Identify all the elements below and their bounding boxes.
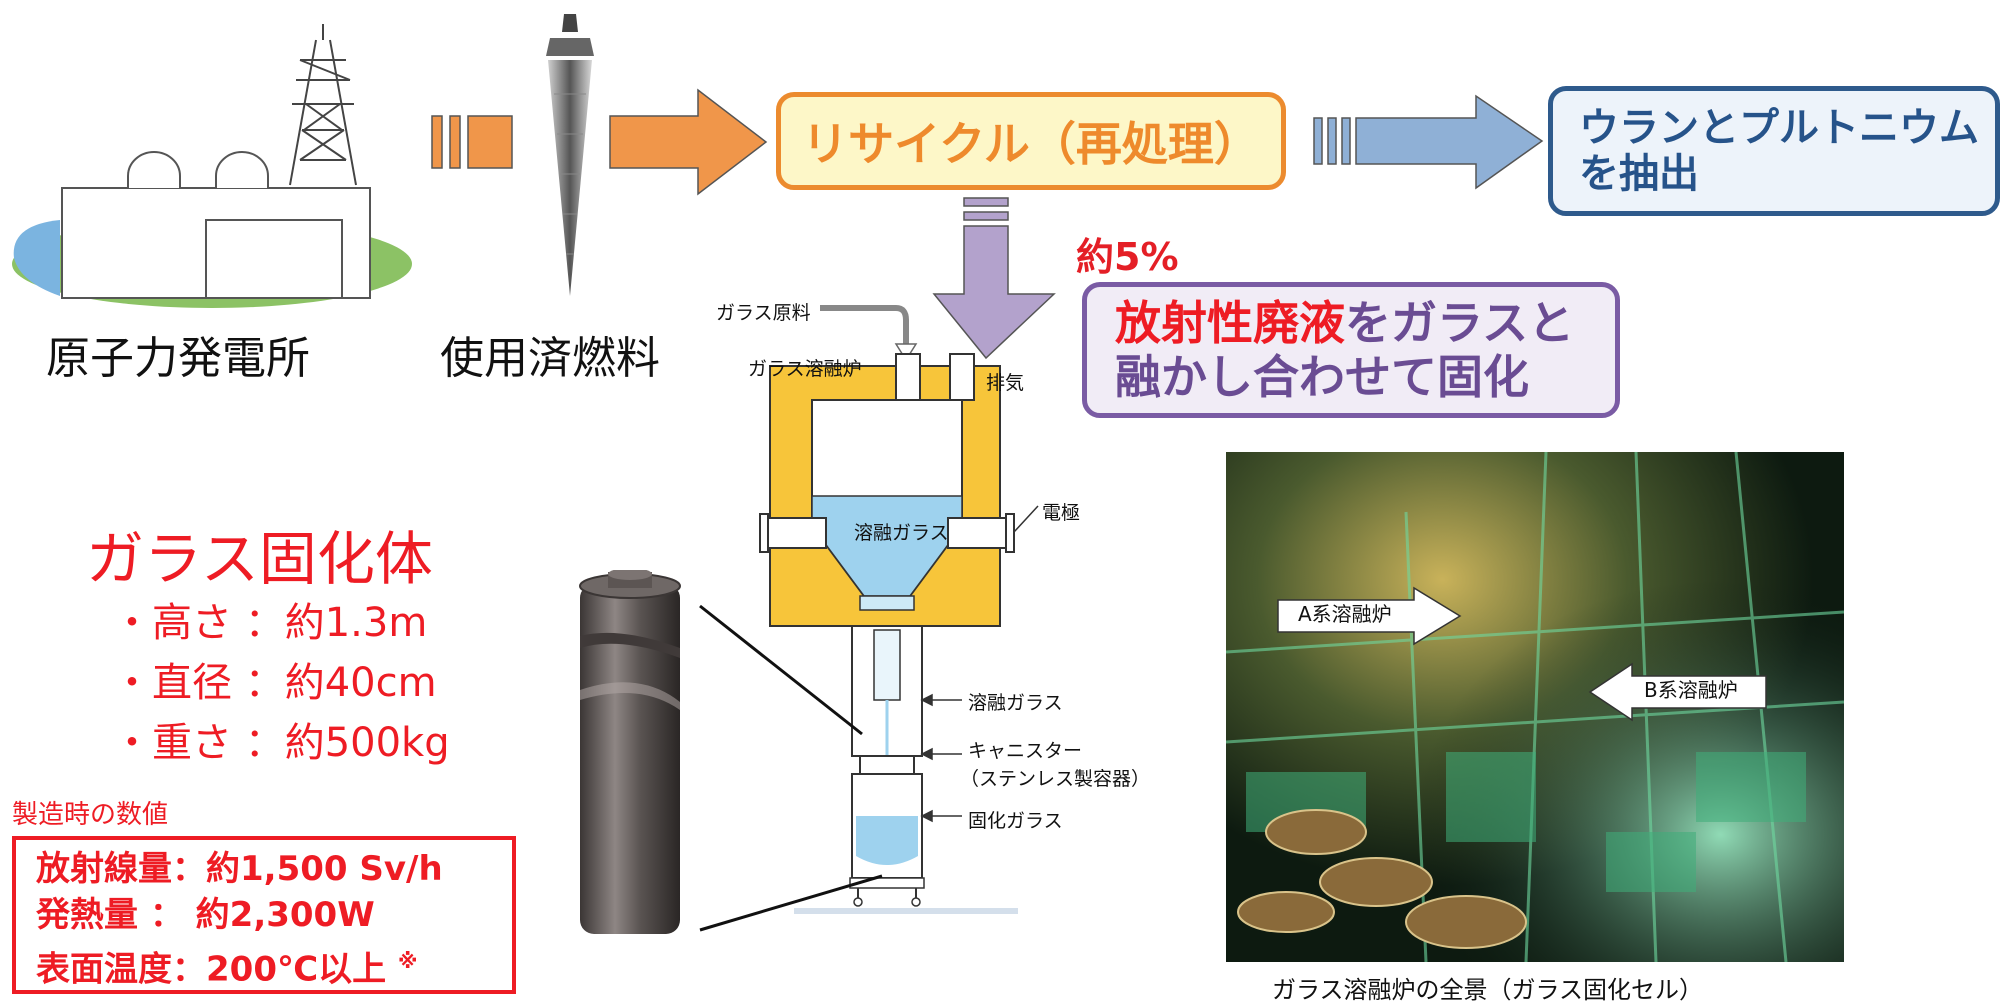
canister-label: キャニスター [968,740,1083,762]
heat-value: 発熱量 ： 約2,300W [36,895,375,935]
a-furnace-label: A系溶融炉 [1298,602,1392,626]
glass-melter-label: ガラス溶融炉 [748,358,862,380]
photo-caption: ガラス溶融炉の全景（ガラス固化セル） [1272,976,1704,1004]
b-furnace-label: B系溶融炉 [1644,678,1738,702]
vitrify-line2: 融かし合わせて固化 [1115,350,1529,404]
molten-glass-inner-label: 溶融ガラス [854,522,949,544]
glass-raw-material-label: ガラス原料 [716,302,811,324]
a-furnace-arrow [1277,586,1462,646]
extract-line2: を抽出 [1579,151,1699,197]
canister-pointer-lines [699,604,883,932]
spent-fuel-label: 使用済燃料 [440,333,660,384]
nuclear-plant-label: 原子力発電所 [46,333,310,384]
melter-cell-photo-art [1226,452,1844,962]
blue-arrow [1313,94,1544,190]
molten-glass-label: 溶融ガラス [968,692,1063,714]
note-mark: ※ [397,949,418,973]
vitrification-box: 放射性廃液をガラスと 融かし合わせて固化 [1082,282,1620,418]
radioactive-waste-text: 放射性廃液 [1115,296,1345,350]
spec-height: ・高さ ：約1.3m [112,600,428,646]
nuclear-plant-illustration [12,24,412,308]
uranium-plutonium-box: ウランとプルトニウム を抽出 [1548,86,2000,216]
manufacture-values-label: 製造時の数値 [12,800,169,830]
surface-temp-value: 表面温度：200℃以上 [36,949,398,990]
spec-weight: ・重さ ：約500kg [112,720,450,766]
glass-melter-diagram [759,305,1039,914]
orange-arrow [431,88,768,196]
extract-line1: ウランとプルトニウム [1579,105,1979,151]
melter-cell-photo: A系溶融炉 B系溶融炉 [1226,452,1844,962]
canister-sub-label: （ステンレス製容器） [960,768,1151,790]
manufacture-values-box: 放射線量：約1,500 Sv/h 発熱量 ： 約2,300W 表面温度：200℃… [12,836,516,994]
solidified-glass-label: 固化ガラス [968,810,1063,832]
b-furnace-arrow [1588,662,1767,722]
purple-arrow [932,197,1056,360]
recycle-box: リサイクル（再処理） [776,92,1286,190]
percent-label: 約5% [1076,235,1179,279]
vitrified-canister-illustration [579,570,681,934]
radiation-value: 放射線量：約1,500 Sv/h [36,849,443,889]
vitrify-line1: をガラスと [1345,296,1575,350]
spent-fuel-assembly-illustration [546,14,594,296]
electrode-label: 電極 [1042,502,1081,524]
spec-diameter: ・直径 ：約40cm [112,660,437,706]
vitrified-glass-title: ガラス固化体 [86,525,433,593]
exhaust-label: 排気 [986,372,1025,394]
